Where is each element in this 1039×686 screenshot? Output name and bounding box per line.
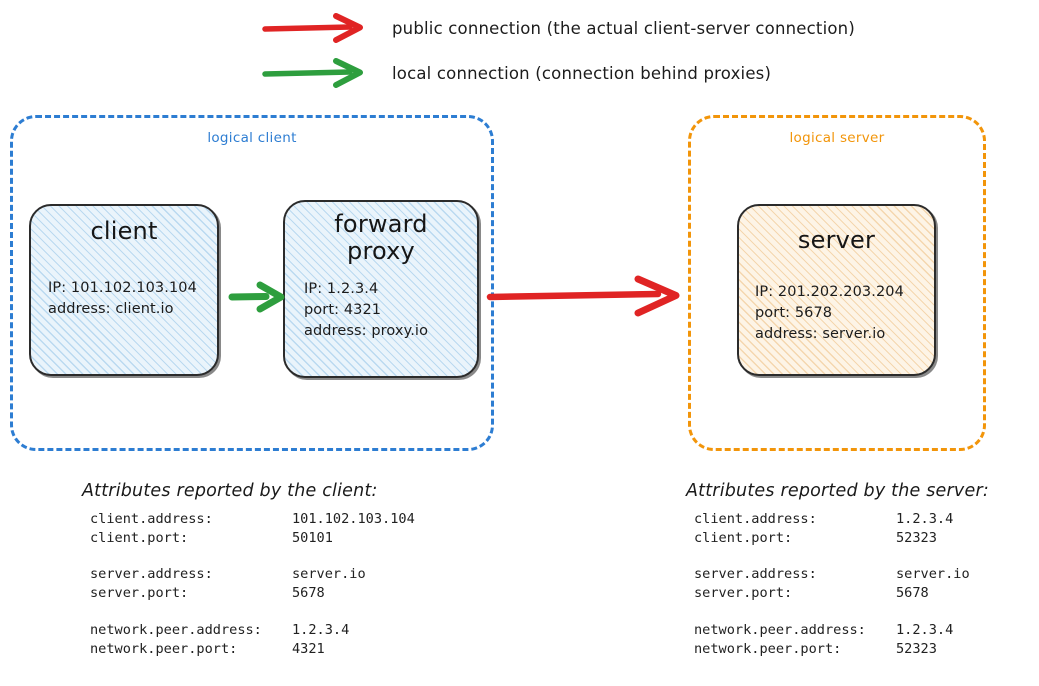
- client-node-title: client: [90, 217, 158, 245]
- server-node-details: IP: 201.202.203.204 port: 5678 address: …: [739, 282, 934, 345]
- attr-value: 1.2.3.4: [896, 621, 954, 638]
- green-arrow-icon: [262, 58, 363, 88]
- attr-row: network.peer.port: 4321: [90, 640, 415, 659]
- attr-key: network.peer.port:: [90, 640, 238, 657]
- attr-row: server.address: server.io: [90, 565, 415, 584]
- client-attributes-rows: client.address: 101.102.103.104 client.p…: [82, 510, 415, 658]
- attr-row: client.address: 101.102.103.104: [90, 510, 415, 529]
- attr-value: 50101: [292, 529, 333, 546]
- client-attributes-heading: Attributes reported by the client:: [82, 481, 378, 501]
- forward-proxy-node-ip: IP: 1.2.3.4: [304, 280, 379, 297]
- forward-proxy-node: forward proxy IP: 1.2.3.4 port: 4321 add…: [283, 200, 479, 378]
- attr-group: client.address: 101.102.103.104 client.p…: [90, 510, 415, 547]
- server-attributes-panel: Attributes reported by the server: clien…: [686, 481, 989, 658]
- attr-group: network.peer.address: 1.2.3.4 network.pe…: [694, 621, 989, 658]
- attr-value: 52323: [896, 529, 937, 546]
- attr-row: client.port: 50101: [90, 529, 415, 548]
- red-arrow-icon: [262, 13, 363, 43]
- logical-client-group-label: logical client: [207, 130, 297, 146]
- attr-key: network.peer.address:: [694, 621, 866, 638]
- forward-proxy-node-address: address: proxy.io: [304, 322, 429, 339]
- forward-proxy-node-port: port: 4321: [304, 301, 382, 318]
- legend-item-local-connection: local connection (connection behind prox…: [262, 58, 771, 88]
- forward-proxy-title-line2: proxy: [347, 236, 415, 265]
- attr-key: client.address:: [90, 511, 213, 527]
- logical-server-group: logical server: [688, 115, 986, 451]
- attr-group: network.peer.address: 1.2.3.4 network.pe…: [90, 621, 415, 658]
- attr-group: server.address: server.io server.port: 5…: [694, 565, 989, 602]
- server-node-title: server: [797, 226, 876, 254]
- attr-row: client.port: 52323: [694, 529, 989, 548]
- server-node-address: address: server.io: [755, 325, 886, 342]
- legend-label-public-connection: public connection (the actual client-ser…: [392, 18, 855, 38]
- attr-value: server.io: [292, 566, 366, 583]
- legend-label-local-connection: local connection (connection behind prox…: [392, 63, 772, 83]
- client-node-ip: IP: 101.102.103.104: [48, 279, 197, 296]
- forward-proxy-node-details: IP: 1.2.3.4 port: 4321 address: proxy.io: [285, 279, 477, 342]
- attr-row: client.address: 1.2.3.4: [694, 510, 989, 529]
- attr-row: server.port: 5678: [90, 584, 415, 603]
- attr-row: network.peer.port: 52323: [694, 640, 989, 659]
- attr-value: 4321: [292, 640, 325, 657]
- attr-value: 101.102.103.104: [292, 511, 415, 527]
- attr-value: 5678: [896, 585, 929, 602]
- attr-value: 52323: [896, 640, 937, 657]
- attr-value: 1.2.3.4: [292, 621, 350, 638]
- attr-key: client.address:: [694, 511, 817, 527]
- attr-key: server.port:: [90, 585, 189, 602]
- server-attributes-heading: Attributes reported by the server:: [686, 481, 989, 501]
- logical-server-group-label: logical server: [789, 130, 885, 146]
- attr-row: network.peer.address: 1.2.3.4: [694, 621, 989, 640]
- server-attributes-rows: client.address: 1.2.3.4 client.port: 523…: [686, 510, 989, 658]
- attr-key: server.port:: [694, 585, 793, 602]
- server-node-ip: IP: 201.202.203.204: [755, 283, 904, 300]
- attr-value: 5678: [292, 585, 325, 602]
- server-node-port: port: 5678: [755, 304, 833, 321]
- forward-proxy-title-line1: forward: [334, 210, 428, 238]
- attr-key: client.port:: [90, 529, 189, 546]
- legend: public connection (the actual client-ser…: [0, 0, 1039, 105]
- attr-row: server.address: server.io: [694, 565, 989, 584]
- logical-client-group: logical client: [10, 115, 494, 451]
- public-connection-arrow-icon: [486, 275, 680, 317]
- client-node-address: address: client.io: [48, 300, 174, 317]
- legend-item-public-connection: public connection (the actual client-ser…: [262, 13, 855, 43]
- attr-key: network.peer.port:: [694, 640, 842, 657]
- attr-row: server.port: 5678: [694, 584, 989, 603]
- client-attributes-panel: Attributes reported by the client: clien…: [82, 481, 415, 658]
- attr-key: network.peer.address:: [90, 621, 262, 638]
- local-connection-arrow-icon: [228, 281, 285, 313]
- attr-value: server.io: [896, 566, 970, 583]
- attr-key: client.port:: [694, 529, 793, 546]
- forward-proxy-node-title: forward proxy: [285, 211, 477, 265]
- attr-value: 1.2.3.4: [896, 511, 954, 527]
- attr-key: server.address:: [90, 566, 213, 583]
- attr-key: server.address:: [694, 566, 817, 583]
- attr-group: server.address: server.io server.port: 5…: [90, 565, 415, 602]
- attr-row: network.peer.address: 1.2.3.4: [90, 621, 415, 640]
- server-node: server IP: 201.202.203.204 port: 5678 ad…: [737, 204, 936, 376]
- client-node-details: IP: 101.102.103.104 address: client.io: [31, 278, 217, 320]
- attr-group: client.address: 1.2.3.4 client.port: 523…: [694, 510, 989, 547]
- client-node: client IP: 101.102.103.104 address: clie…: [29, 204, 219, 376]
